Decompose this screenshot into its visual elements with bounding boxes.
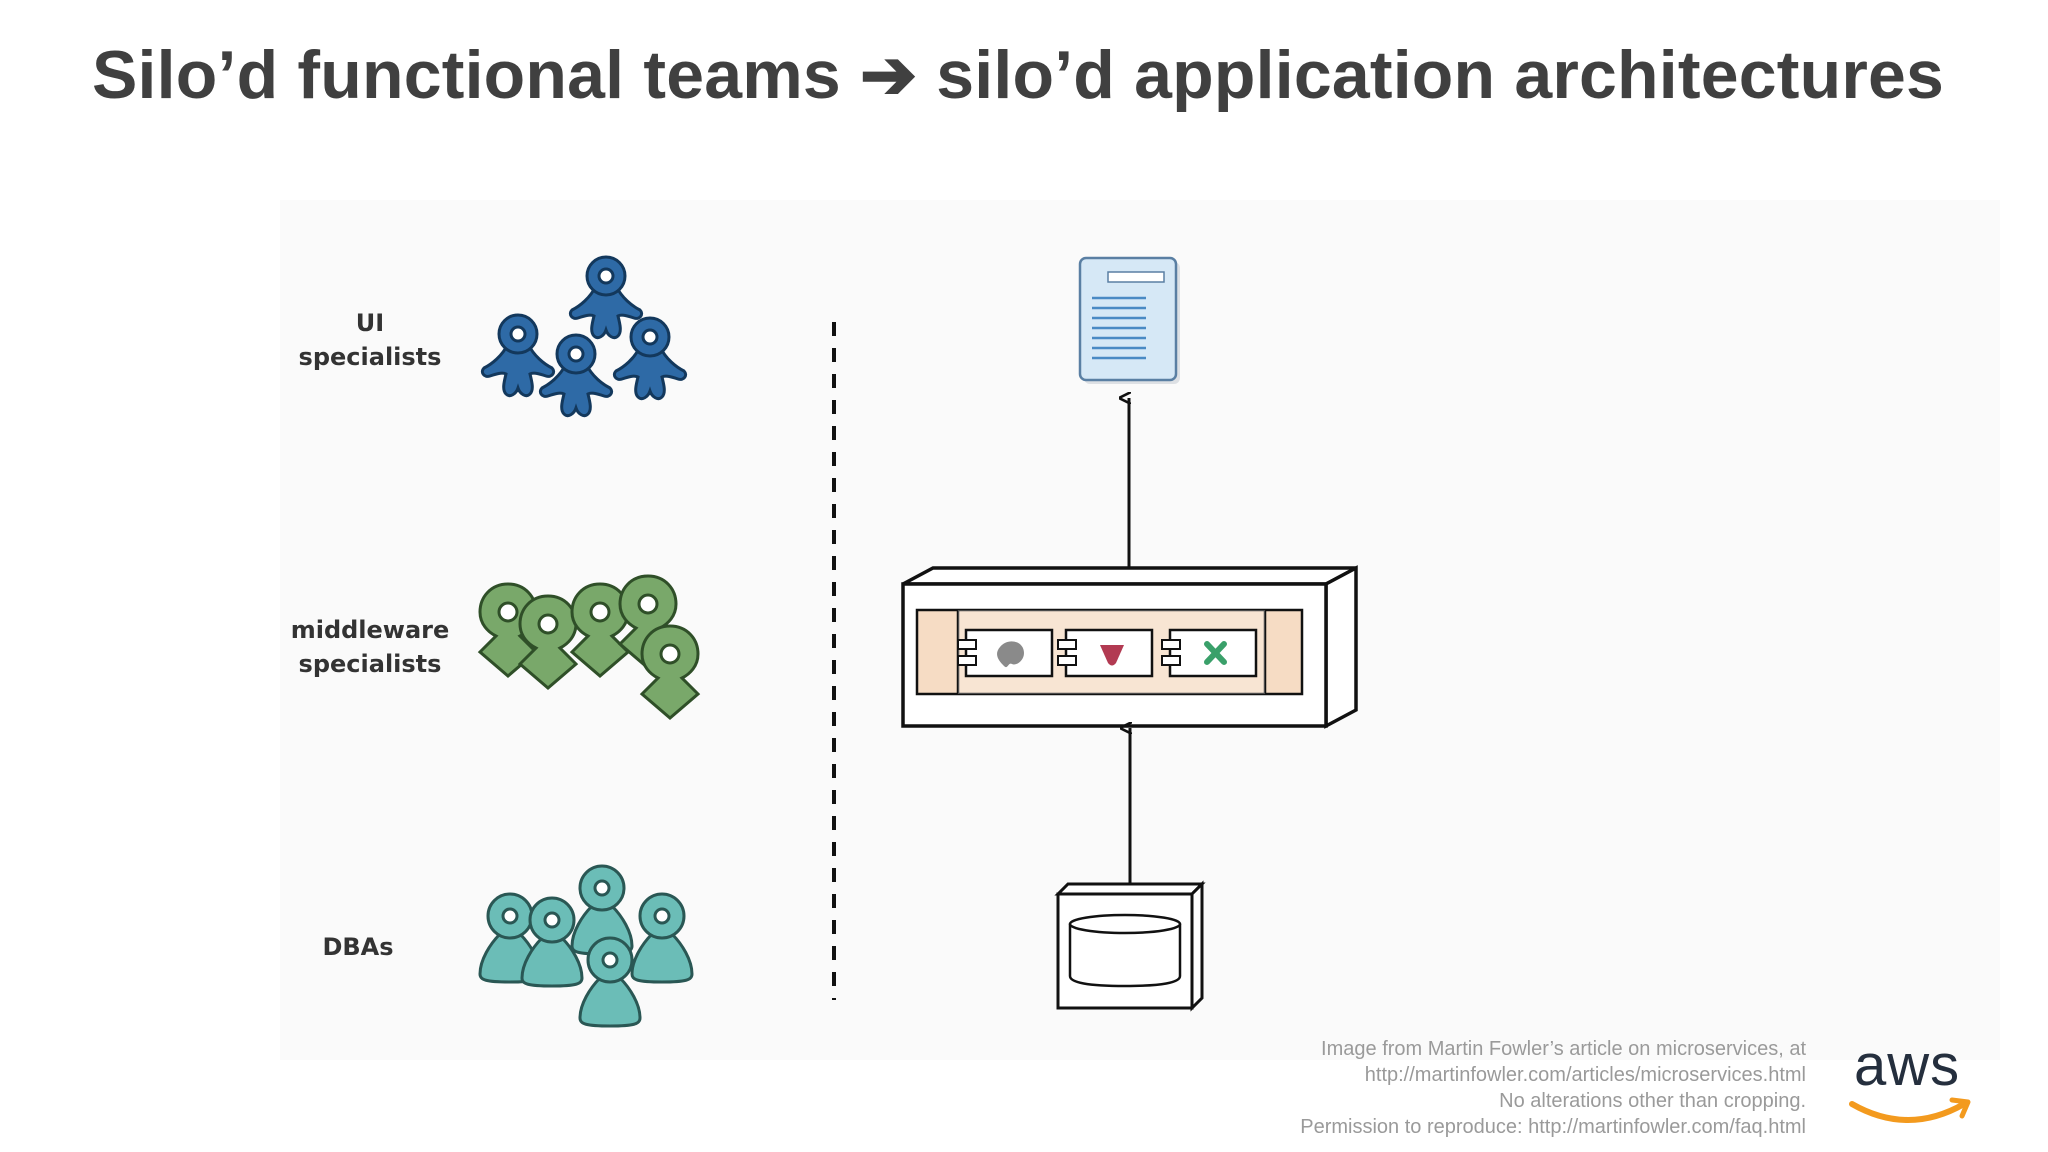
- dba-person: [578, 936, 642, 1028]
- component-1: [957, 628, 1054, 678]
- aws-logo-text: aws: [1854, 1033, 1961, 1098]
- ui-person: [612, 316, 688, 401]
- middleware-person: [570, 582, 630, 678]
- middleware-specialists-group: [478, 574, 700, 720]
- ui-person: [538, 333, 614, 418]
- middleware-person: [518, 594, 578, 690]
- component-3: [1161, 628, 1258, 678]
- credit-line-1: Image from Martin Fowler’s article on mi…: [1321, 1038, 1806, 1060]
- middleware-person: [618, 574, 678, 670]
- slide-title: Silo’d functional teams ➔ silo’d applica…: [92, 37, 1945, 113]
- ui-specialists-label-line2: specialists: [298, 343, 442, 371]
- dba-person: [478, 892, 542, 984]
- ui-person: [480, 313, 556, 398]
- middleware-specialists-label: middleware specialists: [280, 613, 460, 681]
- aws-logo: aws: [1848, 1033, 1978, 1130]
- ui-specialists-group: [480, 255, 688, 418]
- image-credit: Image from Martin Fowler’s article on mi…: [1300, 1036, 1806, 1140]
- component-2: [1057, 628, 1154, 678]
- ui-specialists-label-line1: UI: [355, 309, 385, 337]
- dba-person: [570, 864, 634, 956]
- credit-line-4: Permission to reproduce: http://martinfo…: [1300, 1116, 1806, 1138]
- middleware-person: [478, 582, 538, 678]
- middleware-specialists-label-line2: specialists: [298, 650, 442, 678]
- middleware-specialists-label-line1: middleware: [290, 616, 450, 644]
- aws-smile-icon: [1849, 1097, 1971, 1123]
- dbas-label: DBAs: [298, 930, 418, 964]
- dbas-group: [478, 864, 694, 1028]
- credit-line-3: No alterations other than cropping.: [1499, 1090, 1806, 1112]
- dba-person: [520, 896, 584, 988]
- database-box: [1054, 880, 1206, 1012]
- ui-person: [568, 255, 644, 340]
- credit-line-2: http://martinfowler.com/articles/microse…: [1364, 1064, 1806, 1086]
- dbas-label-line1: DBAs: [322, 933, 394, 961]
- dba-person: [630, 892, 694, 984]
- middleware-person: [640, 624, 700, 720]
- document-icon: [1078, 256, 1180, 384]
- ui-specialists-label: UI specialists: [290, 306, 450, 374]
